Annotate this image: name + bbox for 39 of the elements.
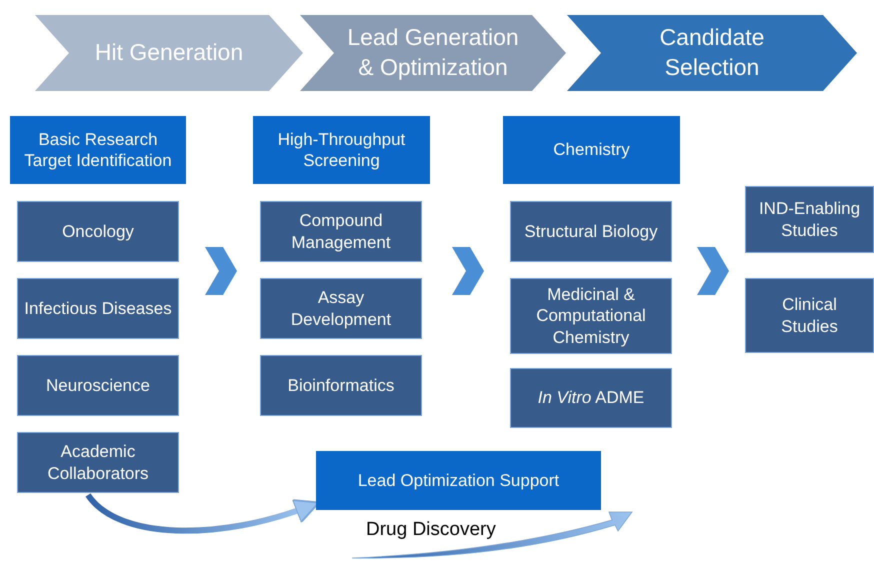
box-text: Structural Biology — [524, 220, 658, 242]
service-box — [745, 186, 874, 253]
service-box — [17, 201, 179, 262]
box-text: IND-Enabling Studies — [758, 198, 862, 241]
box-text: Chemistry — [553, 139, 630, 161]
stage-title: Candidate Selection — [658, 23, 766, 82]
box-text: Basic Research Target Identification — [23, 128, 173, 172]
service-box — [510, 201, 672, 262]
box-text: Compound Management — [290, 210, 392, 253]
service-box — [510, 278, 672, 354]
service-box — [17, 278, 179, 339]
category-box — [10, 116, 186, 184]
service-box — [260, 355, 422, 416]
category-box — [503, 116, 680, 184]
box-text: Assay Development — [290, 287, 392, 330]
box-text: Infectious Diseases — [24, 298, 172, 320]
box-text: Lead Optimization Support — [358, 470, 560, 492]
service-box — [17, 355, 179, 416]
box-text: Academic Collaborators — [46, 441, 150, 484]
stage-banner — [567, 15, 857, 91]
box-text: In Vitro ADME — [538, 387, 644, 409]
footer-label: Drug Discovery — [366, 519, 496, 541]
box-text: Bioinformatics — [288, 374, 394, 396]
box-text: Clinical Studies — [780, 294, 839, 337]
stage-title: Lead Generation & Optimization — [346, 23, 520, 82]
category-box — [253, 116, 430, 184]
category-box — [316, 451, 601, 510]
service-box — [510, 368, 672, 428]
stage-title: Hit Generation — [94, 38, 244, 68]
box-text: High-Throughput Screening — [276, 128, 406, 172]
service-box — [260, 201, 422, 262]
stage-banner — [35, 15, 303, 91]
box-text: Medicinal & Computational Chemistry — [535, 284, 647, 348]
service-box — [17, 432, 179, 493]
service-box — [745, 278, 874, 353]
box-text: Oncology — [62, 220, 134, 242]
service-box — [260, 278, 422, 339]
box-text: Neuroscience — [46, 374, 150, 396]
stage-banner — [300, 15, 566, 91]
